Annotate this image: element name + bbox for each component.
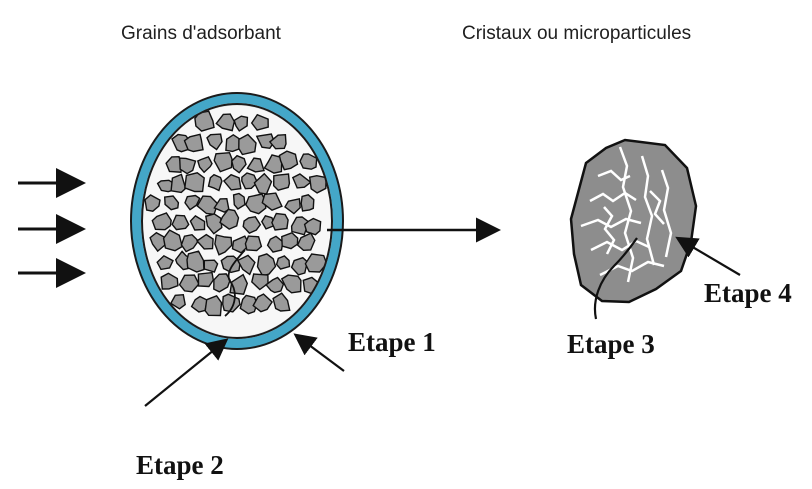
particle [198, 273, 213, 287]
particle [301, 195, 314, 211]
step-1-pointer-arrow [297, 336, 344, 371]
left-title: Grains d'adsorbant [121, 23, 282, 44]
step-3-label: Etape 3 [567, 329, 655, 359]
microparticle [571, 140, 696, 302]
incoming-arrows [18, 183, 80, 273]
particle [205, 296, 221, 316]
particle [204, 260, 217, 272]
step-1-label: Etape 1 [348, 327, 436, 357]
step-2-label: Etape 2 [136, 450, 224, 480]
particle [282, 233, 298, 249]
particle [274, 174, 290, 190]
adsorbent-grain [131, 93, 343, 349]
particle [245, 236, 261, 250]
step-4-label: Etape 4 [704, 278, 792, 308]
step-2-pointer-arrow [145, 341, 225, 406]
right-title: Cristaux ou microparticules [462, 23, 691, 44]
step-4-pointer-arrow [679, 239, 740, 275]
particle [272, 214, 288, 231]
particle [185, 173, 204, 192]
